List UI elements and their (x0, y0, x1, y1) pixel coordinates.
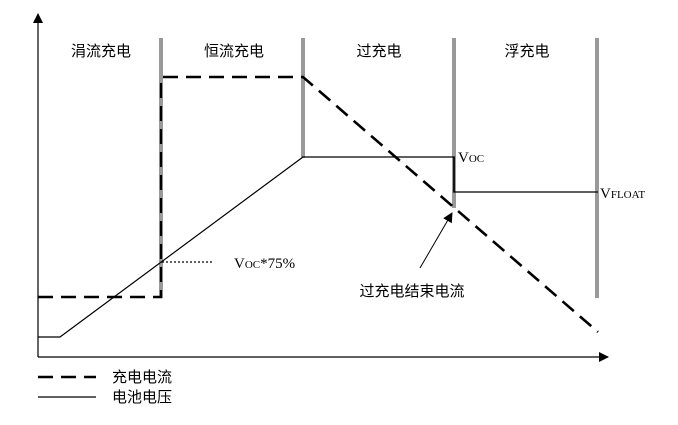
phase-separator-4 (595, 38, 599, 298)
legend-voltage-label: 电池电压 (112, 388, 172, 406)
voc-label: VOC (458, 150, 484, 166)
battery-voltage-curve (38, 156, 598, 338)
phase-title-overcharge: 过充电 (356, 42, 401, 60)
end-current-label: 过充电结束电流 (359, 282, 464, 300)
phase-separator-2 (301, 38, 305, 158)
voc75-label: VOC*75% (234, 256, 295, 272)
charging-current-curve (38, 75, 599, 333)
phase-title-constant-current: 恒流充电 (204, 42, 264, 60)
phase-title-trickle: 涓流充电 (71, 42, 131, 60)
phase-separator-3 (452, 38, 456, 208)
vfloat-label: VFLOAT (600, 186, 645, 202)
end-current-arrow (419, 212, 453, 269)
legend-current-label: 充电电流 (112, 368, 172, 386)
phase-title-float-charge: 浮充电 (504, 42, 549, 60)
